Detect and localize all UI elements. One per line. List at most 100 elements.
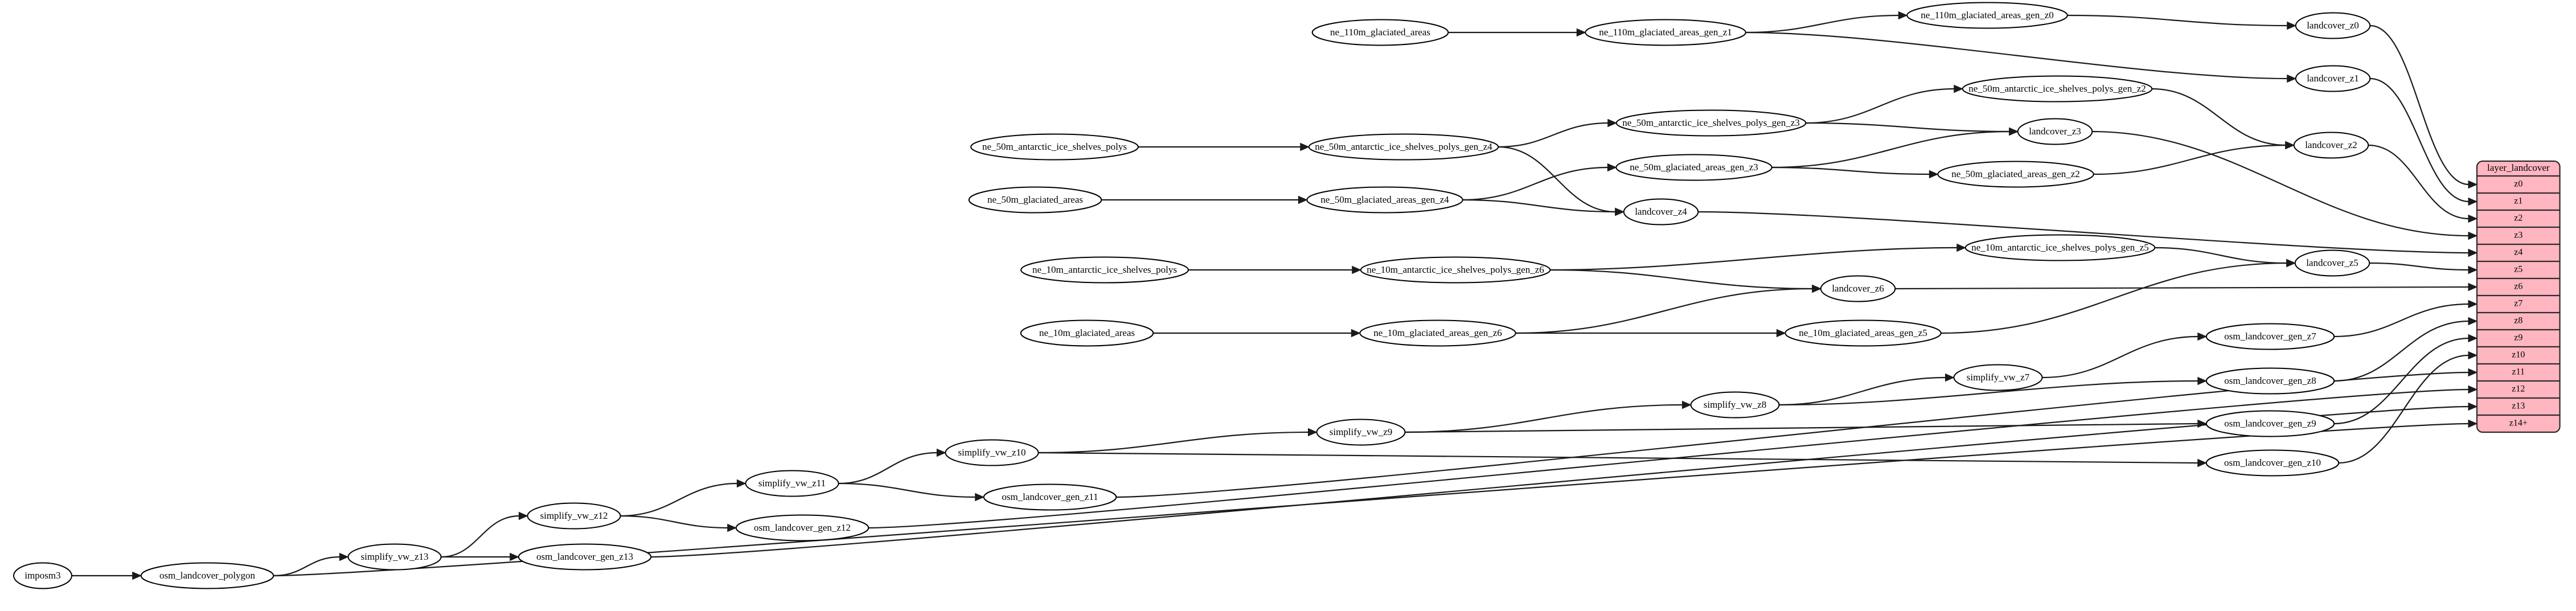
node-label: ne_50m_glaciated_areas_gen_z4 bbox=[1320, 194, 1449, 205]
graph-node-landcover_z6[interactable]: landcover_z6 bbox=[1820, 275, 1896, 302]
edge-arrowhead bbox=[1300, 142, 1310, 151]
graph-node-ne_10m_glaciated_areas_gen_z5[interactable]: ne_10m_glaciated_areas_gen_z5 bbox=[1785, 319, 1942, 347]
edge-arrowhead bbox=[736, 479, 746, 488]
graph-node-ne_10m_antarctic_ice_shelves_polys_gen_z6[interactable]: ne_10m_antarctic_ice_shelves_polys_gen_z… bbox=[1360, 256, 1551, 284]
graph-node-landcover_z5[interactable]: landcover_z5 bbox=[2294, 249, 2370, 277]
node-ellipse bbox=[1615, 109, 1807, 137]
record-row-z13[interactable]: z13 bbox=[2512, 401, 2525, 411]
edge-arrowhead bbox=[2468, 368, 2478, 377]
graph-node-ne_110m_glaciated_areas[interactable]: ne_110m_glaciated_areas bbox=[1311, 19, 1449, 46]
node-ellipse bbox=[2205, 449, 2340, 477]
node-ellipse bbox=[745, 470, 839, 497]
graph-node-osm_landcover_gen_z7[interactable]: osm_landcover_gen_z7 bbox=[2205, 323, 2335, 350]
record-row-z2[interactable]: z2 bbox=[2514, 214, 2522, 223]
node-label: landcover_z2 bbox=[2305, 140, 2357, 150]
graph-node-simplify_vw_z12[interactable]: simplify_vw_z12 bbox=[527, 502, 621, 530]
node-ellipse bbox=[1359, 319, 1516, 347]
edge-arrowhead bbox=[1352, 265, 1361, 274]
edge-osm_landcover_gen_z11-to-record-z11 bbox=[1116, 371, 2470, 498]
edge-ne_50m_antarctic_ice_shelves_polys_gen_z3-to-ne_50m_antarctic_ice_shelves_polys_gen_z2 bbox=[1806, 88, 1955, 124]
graph-node-ne_110m_glaciated_areas_gen_z1[interactable]: ne_110m_glaciated_areas_gen_z1 bbox=[1585, 19, 1746, 46]
record-row-z7[interactable]: z7 bbox=[2514, 299, 2522, 309]
record-row-z8[interactable]: z8 bbox=[2514, 316, 2522, 326]
edge-arrowhead bbox=[1351, 329, 1361, 338]
edge-landcover_z2-to-record-z2 bbox=[2368, 144, 2470, 220]
graph-node-ne_50m_antarctic_ice_shelves_polys_gen_z3[interactable]: ne_50m_antarctic_ice_shelves_polys_gen_z… bbox=[1615, 109, 1807, 137]
node-ellipse bbox=[1937, 161, 2094, 188]
graph-node-osm_landcover_gen_z10[interactable]: osm_landcover_gen_z10 bbox=[2205, 449, 2340, 477]
graph-node-osm_landcover_polygon[interactable]: osm_landcover_polygon bbox=[140, 562, 274, 589]
graph-node-simplify_vw_z9[interactable]: simplify_vw_z9 bbox=[1316, 419, 1406, 446]
node-ellipse bbox=[2294, 249, 2370, 277]
graph-node-ne_50m_glaciated_areas[interactable]: ne_50m_glaciated_areas bbox=[968, 186, 1102, 214]
node-ellipse bbox=[1585, 19, 1746, 46]
edge-arrowhead bbox=[2285, 141, 2295, 150]
graph-node-osm_landcover_gen_z11[interactable]: osm_landcover_gen_z11 bbox=[983, 483, 1117, 511]
record-row-z1[interactable]: z1 bbox=[2514, 196, 2522, 206]
record-row-z0[interactable]: z0 bbox=[2514, 179, 2522, 189]
edge-arrowhead bbox=[1607, 118, 1617, 128]
graph-node-ne_10m_antarctic_ice_shelves_polys[interactable]: ne_10m_antarctic_ice_shelves_polys bbox=[1020, 256, 1189, 284]
graph-node-osm_landcover_gen_z13[interactable]: osm_landcover_gen_z13 bbox=[518, 543, 652, 571]
node-label: ne_10m_glaciated_areas bbox=[1039, 327, 1135, 338]
record-row-z4[interactable]: z4 bbox=[2514, 248, 2522, 257]
graph-node-simplify_vw_z11[interactable]: simplify_vw_z11 bbox=[745, 470, 839, 497]
edge-arrowhead bbox=[2468, 214, 2478, 223]
record-row-z5[interactable]: z5 bbox=[2514, 265, 2522, 274]
edge-osm_landcover_gen_z9-to-record-z9 bbox=[2334, 337, 2470, 425]
graph-node-ne_10m_glaciated_areas[interactable]: ne_10m_glaciated_areas bbox=[1020, 319, 1154, 347]
graph-node-simplify_vw_z8[interactable]: simplify_vw_z8 bbox=[1690, 391, 1780, 419]
edge-ne_10m_glaciated_areas_gen_z5-to-landcover_z5 bbox=[1941, 262, 2287, 334]
edge-simplify_vw_z9-to-osm_landcover_gen_z9 bbox=[1405, 423, 2198, 433]
graph-node-imposm3[interactable]: imposm3 bbox=[13, 562, 72, 589]
node-label: simplify_vw_z8 bbox=[1704, 399, 1767, 410]
edge-arrowhead bbox=[2468, 248, 2478, 257]
graph-node-landcover_z3[interactable]: landcover_z3 bbox=[2017, 118, 2093, 145]
record-row-z3[interactable]: z3 bbox=[2514, 231, 2522, 240]
graph-node-ne_10m_antarctic_ice_shelves_polys_gen_z5[interactable]: ne_10m_antarctic_ice_shelves_polys_gen_z… bbox=[1964, 234, 2156, 261]
node-label: osm_landcover_gen_z11 bbox=[1002, 491, 1098, 502]
node-label: landcover_z0 bbox=[2307, 20, 2359, 31]
node-ellipse bbox=[983, 483, 1117, 511]
edge-arrowhead bbox=[936, 448, 946, 457]
edge-arrowhead bbox=[1945, 373, 1955, 382]
graph-node-ne_50m_antarctic_ice_shelves_polys_gen_z2[interactable]: ne_50m_antarctic_ice_shelves_polys_gen_z… bbox=[1962, 75, 2153, 102]
graph-node-simplify_vw_z13[interactable]: simplify_vw_z13 bbox=[347, 543, 442, 571]
graph-node-osm_landcover_gen_z8[interactable]: osm_landcover_gen_z8 bbox=[2205, 367, 2335, 395]
edge-arrowhead bbox=[2468, 385, 2478, 394]
graph-node-ne_110m_glaciated_areas_gen_z0[interactable]: ne_110m_glaciated_areas_gen_z0 bbox=[1906, 2, 2068, 29]
node-label: landcover_z4 bbox=[1635, 206, 1687, 217]
record-row-z14+[interactable]: z14+ bbox=[2509, 419, 2528, 428]
graph-node-ne_50m_glaciated_areas_gen_z4[interactable]: ne_50m_glaciated_areas_gen_z4 bbox=[1306, 186, 1463, 214]
edge-ne_110m_glaciated_areas_gen_z0-to-landcover_z0 bbox=[2067, 14, 2288, 27]
graph-node-landcover_z4[interactable]: landcover_z4 bbox=[1623, 198, 1699, 225]
record-row-z11[interactable]: z11 bbox=[2512, 367, 2525, 377]
record-row-z12[interactable]: z12 bbox=[2512, 384, 2525, 394]
graph-node-simplify_vw_z7[interactable]: simplify_vw_z7 bbox=[1953, 364, 2043, 391]
record-row-z6[interactable]: z6 bbox=[2514, 282, 2522, 292]
record-row-z10[interactable]: z10 bbox=[2512, 350, 2525, 360]
edge-arrowhead bbox=[1298, 195, 1308, 204]
edge-arrowhead bbox=[1812, 284, 1822, 293]
node-ellipse bbox=[2205, 410, 2335, 437]
edge-arrowhead bbox=[727, 523, 737, 532]
graph-node-ne_50m_antarctic_ice_shelves_polys_gen_z4[interactable]: ne_50m_antarctic_ice_shelves_polys_gen_z… bbox=[1308, 133, 1499, 161]
graph-node-landcover_z2[interactable]: landcover_z2 bbox=[2293, 132, 2369, 159]
graph-node-landcover_z1[interactable]: landcover_z1 bbox=[2295, 65, 2371, 92]
edge-arrowhead bbox=[1607, 163, 1617, 172]
node-label: simplify_vw_z10 bbox=[958, 447, 1026, 458]
graph-node-ne_50m_glaciated_areas_gen_z2[interactable]: ne_50m_glaciated_areas_gen_z2 bbox=[1937, 161, 2094, 188]
edge-arrowhead bbox=[1307, 428, 1318, 437]
node-label: simplify_vw_z13 bbox=[361, 551, 429, 562]
graph-node-osm_landcover_gen_z12[interactable]: osm_landcover_gen_z12 bbox=[735, 514, 869, 542]
graph-node-ne_50m_antarctic_ice_shelves_polys[interactable]: ne_50m_antarctic_ice_shelves_polys bbox=[970, 133, 1139, 161]
graph-node-ne_50m_glaciated_areas_gen_z3[interactable]: ne_50m_glaciated_areas_gen_z3 bbox=[1615, 154, 1773, 181]
record-row-z9[interactable]: z9 bbox=[2514, 333, 2522, 343]
graph-node-landcover_z0[interactable]: landcover_z0 bbox=[2295, 12, 2371, 39]
graph-node-ne_10m_glaciated_areas_gen_z6[interactable]: ne_10m_glaciated_areas_gen_z6 bbox=[1359, 319, 1516, 347]
node-ellipse bbox=[1953, 364, 2043, 391]
edge-ne_50m_glaciated_areas_gen_z4-to-landcover_z4 bbox=[1462, 199, 1616, 213]
node-label: imposm3 bbox=[24, 570, 60, 581]
graph-node-simplify_vw_z10[interactable]: simplify_vw_z10 bbox=[945, 439, 1039, 466]
graph-node-osm_landcover_gen_z9[interactable]: osm_landcover_gen_z9 bbox=[2205, 410, 2335, 437]
